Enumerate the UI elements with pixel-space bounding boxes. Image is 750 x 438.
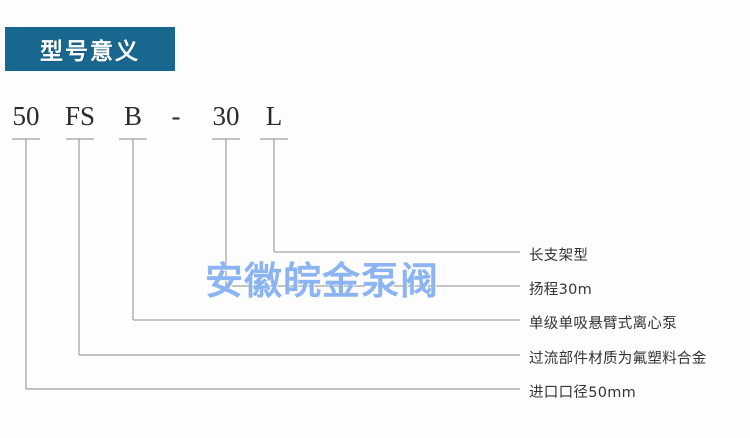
section-title-text: 型号意义 (40, 39, 140, 65)
callout-label: 过流部件材质为氟塑料合金 (529, 351, 707, 367)
model-code-token: - (171, 101, 181, 131)
section-title-badge: 型号意义 (5, 27, 175, 71)
model-code-token: 50 (12, 101, 40, 131)
model-code-token: 30 (212, 101, 240, 131)
model-code-token: FS (64, 101, 96, 131)
model-code-token: B (123, 101, 142, 131)
callout-label: 长支架型 (529, 248, 589, 264)
callout-label: 扬程30m (529, 282, 593, 298)
callout-label: 单级单吸悬臂式离心泵 (529, 316, 677, 332)
model-code-token: L (265, 101, 283, 131)
callout-label: 进口口径50mm (529, 385, 637, 401)
